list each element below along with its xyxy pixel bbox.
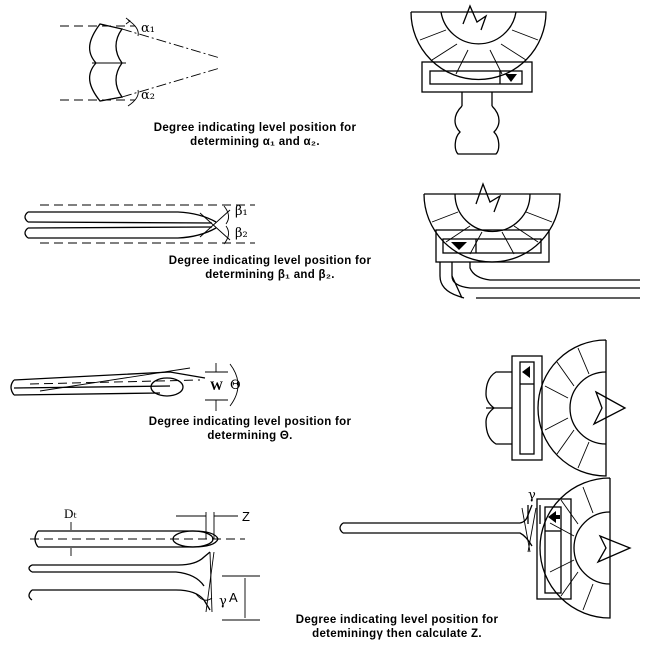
caption-panel2-line2: determining β₁ and β₂. [205,269,335,281]
caption-panel1: Degree indicating level position for det… [150,121,360,149]
panel4-side-view [28,551,260,621]
z-label: Z [242,509,250,524]
panel3-side-view [10,363,239,411]
caption-panel3-line2: determining Θ. [207,430,293,442]
alpha1-label: α₁ [141,21,155,36]
panel2-level-instrument [423,182,640,299]
w-label: W [210,378,223,393]
dt-label: Dₜ [64,506,78,521]
panel4-level-instrument [339,477,632,619]
caption-panel2: Degree indicating level position for det… [160,254,380,282]
alpha2-label: α₂ [141,88,155,103]
down-arrow-icon [451,242,467,250]
left-arrow-icon [522,360,530,378]
caption-panel1-line1: Degree indicating level position for [153,122,357,134]
caption-panel4-line1: Degree indicating level position for [295,614,499,626]
caption-panel3-line1: Degree indicating level position for [148,416,352,428]
a-label: A [229,590,238,605]
panel1-tip-profile [60,17,221,107]
panel2-tip-side [24,204,255,245]
beta1-label: β₁ [235,204,248,219]
caption-panel2-line1: Degree indicating level position for [168,255,372,267]
left-arrow-icon [548,511,560,523]
down-arrow-icon [505,74,517,82]
caption-panel3: Degree indicating level position for det… [140,415,360,443]
caption-panel4: Degree indicating level position for det… [284,613,510,641]
caption-panel4-line2: deteminingγ then calculate Z. [312,628,482,640]
theta-label: Θ [230,378,241,393]
beta2-label: β₂ [235,226,248,241]
gamma-label: γ [219,594,227,609]
caption-panel1-line2: determining α₁ and α₂. [190,136,320,148]
gamma-label-level: γ [528,488,536,503]
panel3-level-instrument [485,339,627,477]
panel1-level-instrument [410,4,547,155]
panel4-top-view [30,512,245,556]
